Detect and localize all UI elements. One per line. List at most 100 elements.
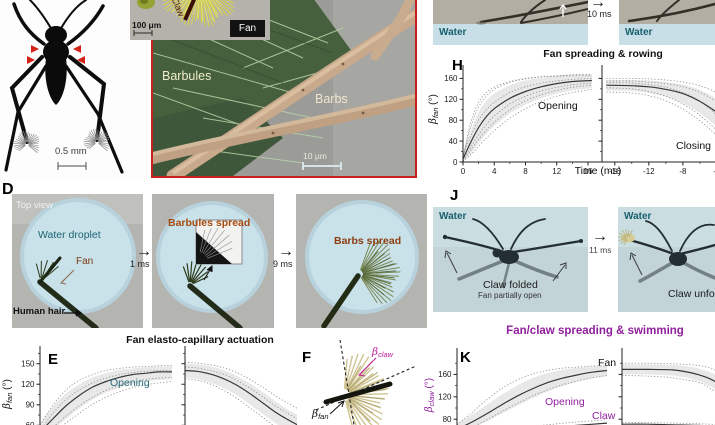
k-claw-label: Claw <box>592 410 616 422</box>
droplet-photo-2 <box>152 194 274 328</box>
svg-text:0: 0 <box>453 158 458 167</box>
d-t2-label: 9 ms <box>273 259 293 269</box>
e-y-axis-label: βfan (°) <box>2 362 14 425</box>
beta-subscript: claw <box>378 350 394 359</box>
human-hair-label: Human hair <box>13 306 66 317</box>
svg-text:80: 80 <box>449 116 458 125</box>
panel-k-letter: K <box>460 349 471 366</box>
e-opening-label: Opening <box>110 377 150 389</box>
beta-subscript: claw <box>427 391 436 407</box>
water-label-g-left: Water <box>439 27 467 38</box>
svg-text:120: 120 <box>21 380 35 389</box>
sem-scale-bar <box>302 162 342 170</box>
svg-text:4: 4 <box>492 167 497 176</box>
barbs-spread-label: Barbs spread <box>334 235 402 247</box>
d-fan-label: Fan <box>76 256 94 267</box>
h-opening-label: Opening <box>538 100 578 112</box>
svg-text:160: 160 <box>438 370 452 379</box>
svg-text:60: 60 <box>26 421 35 425</box>
beta-symbol: β <box>312 408 319 420</box>
e-chart: 6090120150 <box>21 346 298 425</box>
hair-pointer-arrow <box>64 309 83 317</box>
axis-unit: (°) <box>424 377 435 392</box>
h-x-axis-label: Time (ms) <box>574 165 622 177</box>
claw-bar <box>323 381 393 405</box>
panel-h-letter: H <box>452 57 463 74</box>
claw-pointer-arrows <box>444 250 567 282</box>
beta-claw-label: βclaw <box>372 346 394 359</box>
claw-shaft <box>183 0 197 21</box>
inset-scale-bar <box>133 30 153 36</box>
barbs-strands <box>153 0 415 176</box>
beta-symbol: β <box>428 118 439 124</box>
svg-text:80: 80 <box>443 415 452 424</box>
j-caption: Fan/claw spreading & swimming <box>506 325 684 337</box>
j-interval-label: 11 ms <box>589 245 612 255</box>
beta-symbol: β <box>424 406 435 413</box>
leg-fan-right <box>83 128 110 151</box>
d-t1-label: 1 ms <box>130 259 150 269</box>
sem-inset <box>130 0 270 40</box>
barbules-spread-label: Barbules spread <box>168 217 251 229</box>
water-label-g-right: Water <box>625 27 653 38</box>
svg-text:-8: -8 <box>679 167 687 176</box>
beta-subscript: fan <box>5 392 14 404</box>
arrow-right-icon: → <box>592 228 608 245</box>
droplet-photo-1 <box>12 194 143 328</box>
k-y-axis-label: βclaw (°) <box>424 363 436 425</box>
arrow-right-icon: → <box>278 243 294 260</box>
top-view-label: Top view <box>16 200 53 211</box>
rowing-photo-left <box>433 0 588 45</box>
droplet-photo-3 <box>296 194 427 328</box>
svg-text:90: 90 <box>26 401 35 410</box>
svg-text:8: 8 <box>523 167 528 176</box>
insect-abdomen <box>45 58 67 105</box>
beta-subscript: fan <box>431 107 440 119</box>
svg-text:0: 0 <box>461 167 466 176</box>
svg-text:40: 40 <box>449 137 458 146</box>
svg-text:120: 120 <box>444 95 458 104</box>
arrow-right-icon: → <box>136 243 152 260</box>
beta-fan-arrow <box>329 400 345 415</box>
insect-photo <box>0 0 148 182</box>
fan-partially-open-label: Fan partially open <box>478 291 542 300</box>
red-arrow-icons <box>27 45 85 64</box>
inset-scale-label: 100 μm <box>132 20 162 30</box>
scale-bracket <box>57 162 87 170</box>
barbule-inset <box>195 219 243 265</box>
barbules-label: Barbules <box>162 69 212 83</box>
insect-legs-silhouette <box>479 0 588 24</box>
svg-text:-16: -16 <box>609 167 621 176</box>
beta-fan-label: βfan <box>312 408 329 421</box>
sem-image <box>151 0 417 178</box>
svg-text:-4: -4 <box>713 167 715 176</box>
axis-unit: (°) <box>428 94 439 108</box>
beta-claw-arrow <box>357 357 377 377</box>
beta-symbol: β <box>2 403 13 409</box>
panel-e-letter: E <box>48 351 59 368</box>
barbs-label: Barbs <box>315 92 348 106</box>
svg-text:160: 160 <box>444 74 458 83</box>
svg-text:16: 16 <box>584 167 593 176</box>
swimming-photo-left <box>433 207 588 312</box>
water-label-j-left: Water <box>439 211 467 222</box>
rowing-photo-right <box>619 0 715 45</box>
water-surface <box>433 24 588 45</box>
k-fan-label: Fan <box>598 357 617 369</box>
panel-f-letter: F <box>302 349 312 366</box>
scale-bar-label: 0.5 mm <box>55 146 87 157</box>
leg-fan-left <box>13 130 40 153</box>
e-title: Fan elasto-capillary actuation <box>126 334 274 346</box>
insect-legs <box>4 0 124 174</box>
inset-pointer-arrow <box>203 264 213 281</box>
water-label-j-right: Water <box>624 211 652 222</box>
up-arrow-icon <box>559 3 567 17</box>
arrow-right-icon: → <box>590 0 606 11</box>
g-interval-label: 10 ms <box>587 9 612 19</box>
fan-pointer-arrow <box>59 269 75 285</box>
swimming-photo-right <box>618 207 715 312</box>
claw-unfolded-label: Claw unfolded <box>668 288 715 300</box>
k-opening-label: Opening <box>545 396 585 408</box>
